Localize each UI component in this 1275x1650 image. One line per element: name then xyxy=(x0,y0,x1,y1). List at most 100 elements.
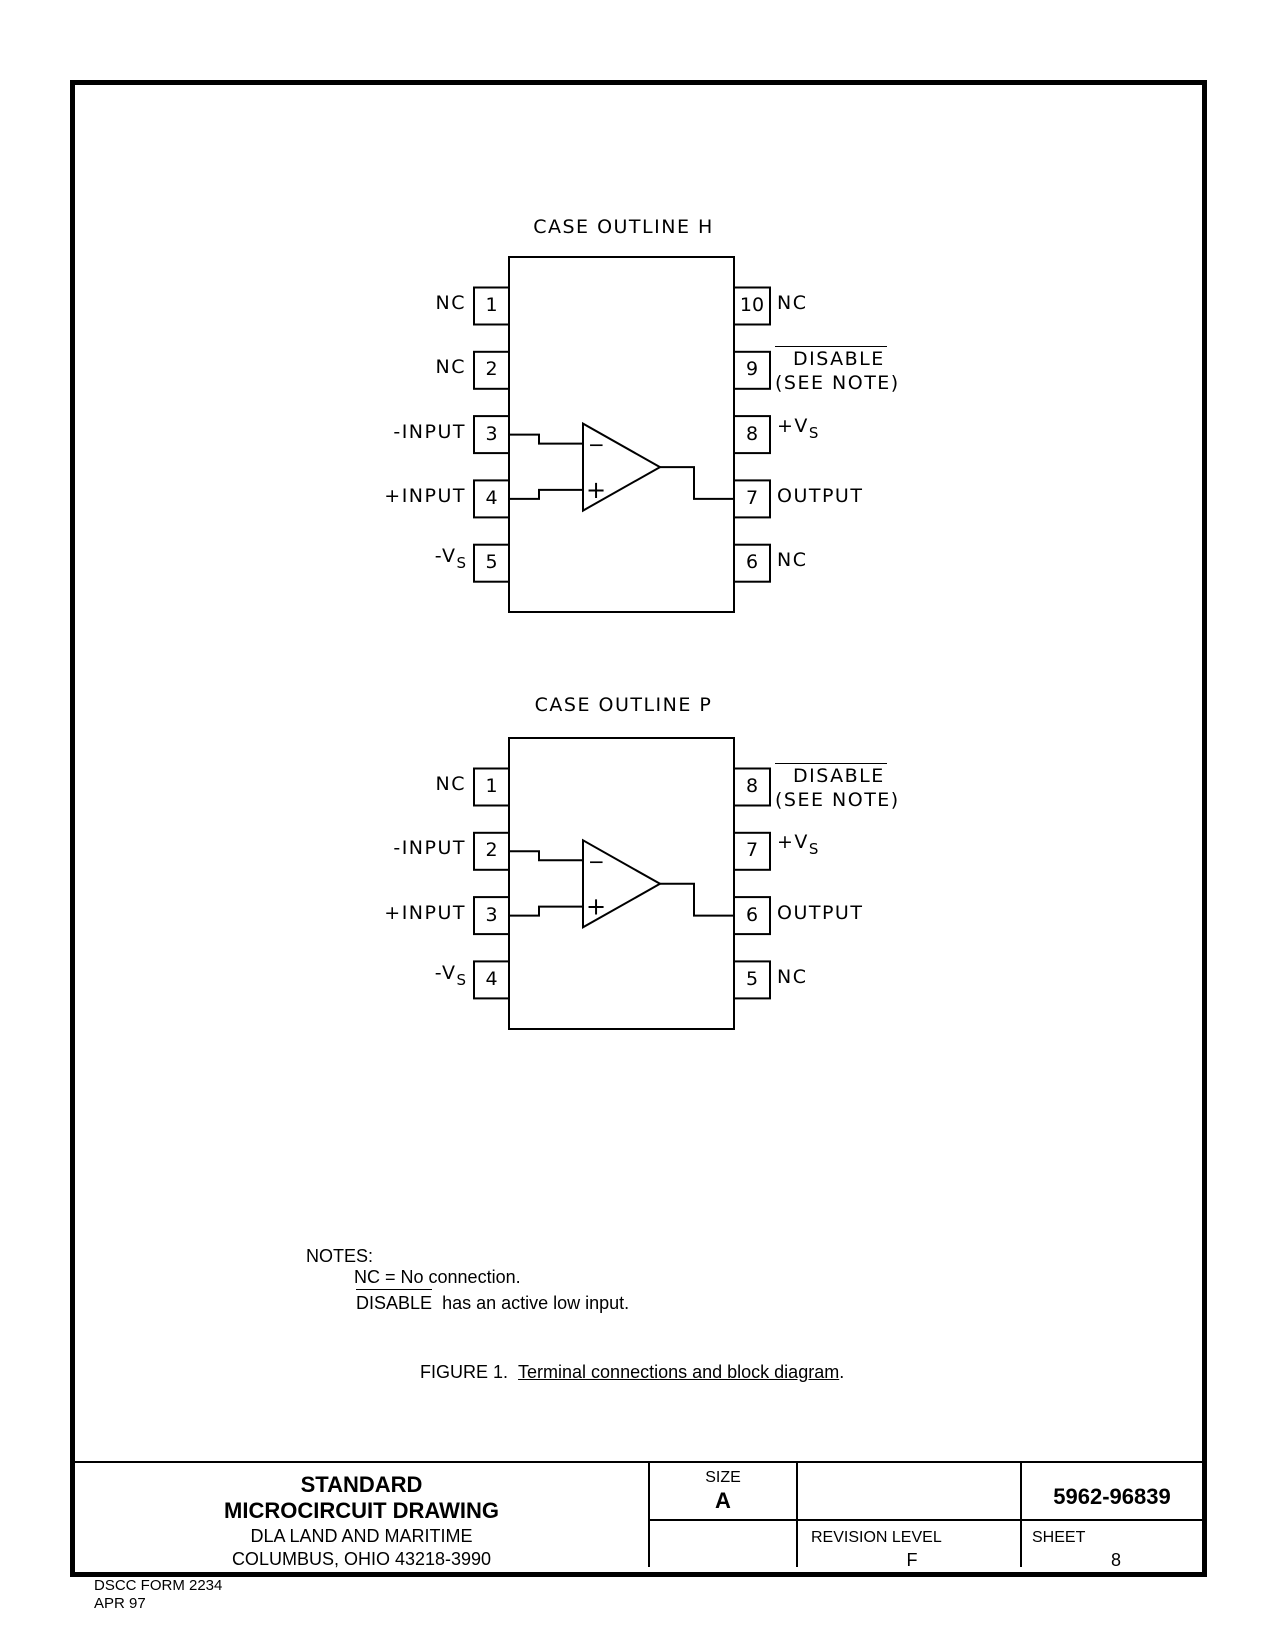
note-nc: NC = No connection. xyxy=(354,1267,521,1287)
fig1-pin-1-signal-name: NC xyxy=(435,292,466,314)
fig1-pin-9-box xyxy=(733,350,771,390)
drawing-frame xyxy=(70,80,1207,1577)
agency-address: COLUMBUS, OHIO 43218-3990 xyxy=(231,1549,492,1569)
fig1-pin-1-box xyxy=(473,286,510,326)
fig1-pin-8-box xyxy=(733,415,771,455)
fig2-pin-7-number: 7 xyxy=(745,839,759,862)
fig1-pin-3-number: 3 xyxy=(485,422,498,445)
document-number: 5962-96839 xyxy=(1053,1484,1171,1509)
fig1-pin-5-label: -VS xyxy=(434,545,466,571)
fig2-pin-4-box xyxy=(473,960,510,1000)
fig1-pin-3-label: -INPUT xyxy=(393,420,466,443)
fig1-pin-6-signal-name: NC xyxy=(777,549,808,572)
fig2-pin-4-signal-name: -V xyxy=(434,961,457,984)
fig1-pin-9-note-ref: (SEE NOTE) xyxy=(775,372,900,395)
fig2-pin-5-signal-name: NC xyxy=(777,965,808,988)
fig2-pin-8-label: DISABLE(SEE NOTE) xyxy=(775,763,900,811)
fig2-pin-8-note-ref: (SEE NOTE) xyxy=(775,788,900,811)
fig1-opamp-minus-sign: − xyxy=(588,433,605,457)
agency-name: DLA LAND AND MARITIME xyxy=(250,1526,473,1546)
fig2-pin-3-label: +INPUT xyxy=(384,901,466,924)
fig1-pin-3-signal-name: -INPUT xyxy=(393,420,466,443)
fig2-package-body xyxy=(508,737,735,1030)
title-block-divider-3 xyxy=(1020,1461,1022,1567)
fig1-output-wire xyxy=(660,466,734,500)
fig2-pin-7-subscript: S xyxy=(808,840,819,859)
fig1-pin-7-label: OUTPUT xyxy=(777,484,864,507)
sheet-number: 8 xyxy=(1110,1550,1121,1570)
fig2-pin-1-label: NC xyxy=(436,775,466,794)
fig1-pin-9-signal-name: DISABLE xyxy=(775,346,887,370)
fig2-noninverting-input-wire xyxy=(509,905,583,917)
fig2-pin-2-signal-name: -INPUT xyxy=(393,837,466,860)
fig1-pin-7-number: 7 xyxy=(745,486,759,509)
fig2-inverting-input-wire xyxy=(509,850,583,862)
fig2-opamp-symbol xyxy=(582,838,663,930)
fig2-pin-6-number: 6 xyxy=(745,903,759,926)
fig2-pin-6-box xyxy=(733,896,771,936)
fig1-pin-4-number: 4 xyxy=(485,486,498,509)
fig1-inverting-input-wire xyxy=(509,433,583,445)
fig1-pin-10-number: 10 xyxy=(739,294,765,316)
fig2-case-outline-title: CASE OUTLINE P xyxy=(534,694,713,716)
fig1-pin-4-box xyxy=(473,479,510,519)
fig2-pin-4-number: 4 xyxy=(485,967,498,990)
fig1-pin-8-label: +VS xyxy=(777,416,818,440)
fig1-package-body xyxy=(508,256,735,613)
fig1-pin-7-signal-name: OUTPUT xyxy=(777,484,864,507)
fig1-pin-6-box xyxy=(733,543,771,583)
fig2-pin-5-box xyxy=(733,960,771,1000)
fig1-pin-10-box xyxy=(733,286,771,326)
fig1-pin-6-number: 6 xyxy=(745,551,759,574)
fig1-pin-8-subscript: S xyxy=(808,423,819,442)
fig2-pin-7-signal-name: +V xyxy=(777,831,809,854)
title-block-divider-1 xyxy=(648,1461,650,1567)
fig1-pin-1-label: NC xyxy=(436,294,466,313)
fig1-pin-10-signal-name: NC xyxy=(777,292,808,314)
fig2-pin-1-box xyxy=(473,767,510,807)
fig1-pin-5-subscript: S xyxy=(456,554,466,573)
figure-caption: FIGURE 1. Terminal connections and block… xyxy=(420,1363,844,1381)
note-disable-signal: DISABLE xyxy=(356,1289,433,1313)
fig2-pin-8-signal-name: DISABLE xyxy=(775,763,887,787)
title-microcircuit-drawing: MICROCIRCUIT DRAWING xyxy=(224,1498,499,1523)
fig2-pin-4-label: -VS xyxy=(434,961,466,987)
title-block-mid-rule xyxy=(649,1519,1202,1521)
fig2-pin-1-signal-name: NC xyxy=(435,773,466,795)
fig1-opamp-symbol xyxy=(582,421,663,513)
fig2-pin-8-box xyxy=(733,767,771,807)
fig2-pin-3-number: 3 xyxy=(485,903,498,926)
fig1-pin-2-label: NC xyxy=(436,358,466,377)
fig2-pin-4-subscript: S xyxy=(456,970,466,989)
fig1-pin-2-box xyxy=(473,350,510,390)
fig2-pin-3-signal-name: +INPUT xyxy=(384,901,466,924)
fig1-pin-5-signal-name: -V xyxy=(434,545,457,568)
fig1-pin-1-number: 1 xyxy=(485,294,498,316)
fig1-pin-4-signal-name: +INPUT xyxy=(384,484,466,507)
fig2-pin-2-label: -INPUT xyxy=(393,839,466,858)
form-date: APR 97 xyxy=(94,1595,146,1612)
fig2-opamp-plus-sign: + xyxy=(586,893,606,921)
revision-level-label: REVISION LEVEL xyxy=(811,1529,942,1546)
fig1-pin-5-number: 5 xyxy=(485,551,498,574)
fig2-pin-3-box xyxy=(473,896,510,936)
fig2-pin-5-number: 5 xyxy=(745,967,759,990)
caption-period: . xyxy=(839,1362,845,1382)
title-block-top-rule xyxy=(75,1461,1202,1463)
fig2-pin-5-label: NC xyxy=(777,965,808,988)
fig2-pin-6-signal-name: OUTPUT xyxy=(777,901,864,924)
fig2-pin-1-number: 1 xyxy=(485,775,498,797)
title-standard: STANDARD xyxy=(300,1472,423,1497)
fig1-pin-10-label: NC xyxy=(777,294,807,313)
fig1-noninverting-input-wire xyxy=(509,488,583,500)
size-value: A xyxy=(715,1488,731,1513)
notes-heading: NOTES: xyxy=(306,1246,374,1266)
fig1-pin-2-signal-name: NC xyxy=(435,356,466,379)
fig1-pin-9-label: DISABLE(SEE NOTE) xyxy=(775,346,900,394)
fig1-opamp-plus-sign: + xyxy=(586,476,606,504)
fig1-pin-9-number: 9 xyxy=(745,358,759,381)
fig1-pin-6-label: NC xyxy=(777,551,807,570)
fig1-pin-8-number: 8 xyxy=(745,422,759,445)
fig1-pin-4-label: +INPUT xyxy=(384,484,466,507)
